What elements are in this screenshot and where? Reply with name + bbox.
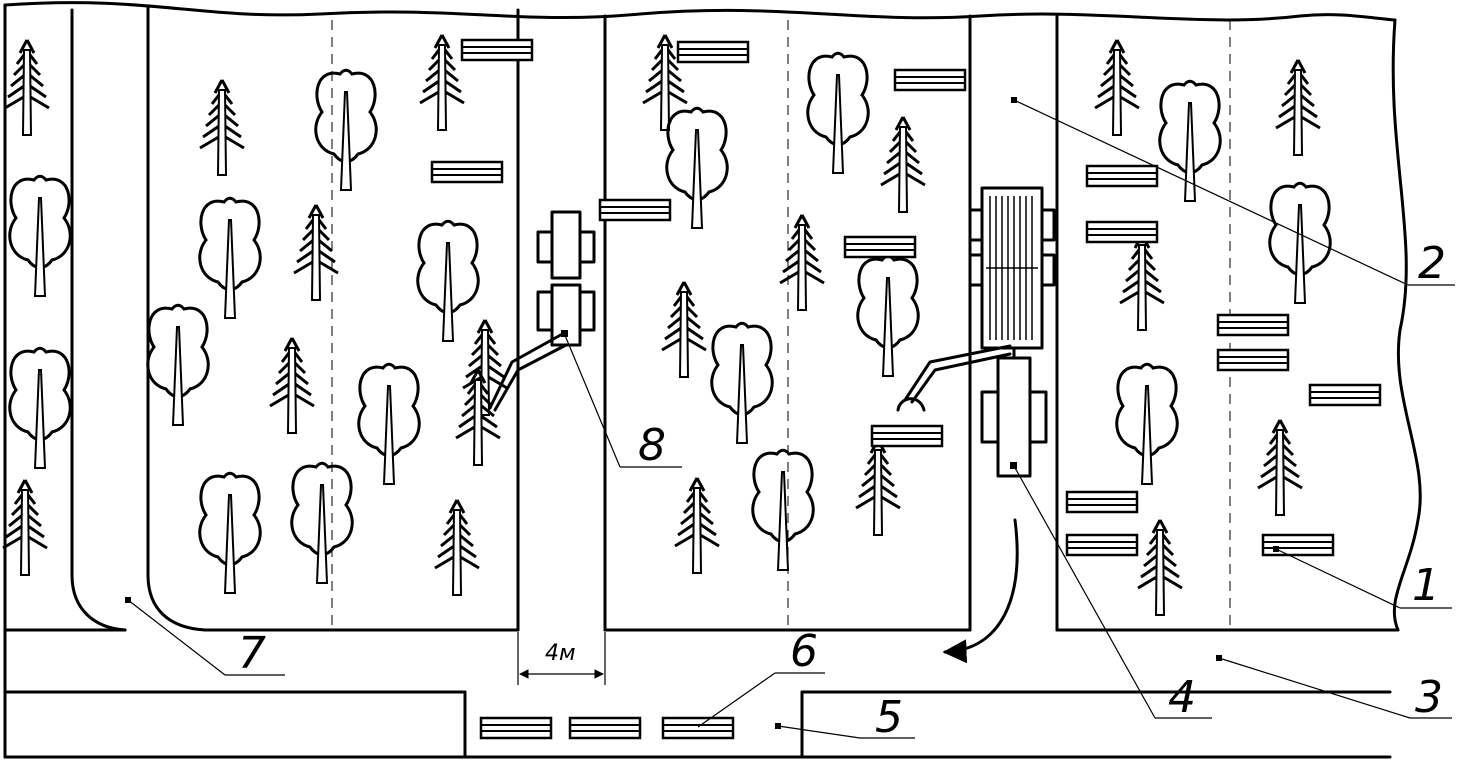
- deciduous-tree-icon: [8, 346, 72, 469]
- deciduous-tree-icon: [1158, 79, 1222, 202]
- conifer-tree-icon: [674, 477, 720, 574]
- callout-label-1: 1: [1412, 560, 1440, 611]
- callout-label-7: 7: [238, 628, 266, 679]
- conifer-tree-icon: [1137, 519, 1183, 616]
- site-boundary: [3, 1, 1422, 759]
- conifer-tree-icon: [419, 34, 465, 131]
- conifer-tree-icon: [1094, 39, 1140, 136]
- log-pile-icon: [479, 716, 553, 740]
- deciduous-tree-icon: [290, 461, 354, 584]
- log-pile-icon: [893, 68, 967, 92]
- deciduous-tree-icon: [1268, 181, 1332, 304]
- log-pile-icon: [1308, 383, 1382, 407]
- conifer-tree-icon: [1275, 59, 1321, 156]
- deciduous-tree-icon: [751, 448, 815, 571]
- deciduous-tree-icon: [806, 51, 870, 174]
- callout-leaders: [125, 97, 1455, 739]
- log-pile-icon: [1065, 533, 1139, 557]
- log-pile-icon: [430, 160, 504, 184]
- conifer-tree-icon: [855, 439, 901, 536]
- log-pile-icon: [598, 198, 672, 222]
- conifer-tree-icon: [1257, 419, 1303, 516]
- conifer-tree-icon: [779, 214, 825, 311]
- log-pile-icon: [1085, 164, 1159, 188]
- conifer-tree-icon: [434, 499, 480, 596]
- deciduous-tree-icon: [8, 174, 72, 297]
- travel-direction-arrow: [942, 518, 1019, 664]
- log-pile-icon: [1216, 348, 1290, 372]
- conifer-tree-icon: [1119, 234, 1165, 331]
- conifer-tree-icon: [293, 204, 339, 301]
- deciduous-tree-icon: [416, 219, 480, 342]
- deciduous-tree-icon: [710, 321, 774, 444]
- log-pile-icon: [870, 424, 944, 448]
- deciduous-tree-icon: [198, 196, 262, 319]
- callout-label-4: 4: [1168, 672, 1196, 723]
- deciduous-tree-icon: [357, 362, 421, 485]
- callout-label-5: 5: [875, 692, 903, 743]
- log-pile-icon: [1085, 220, 1159, 244]
- conifer-tree-icon: [661, 281, 707, 378]
- conifer-tree-icon: [4, 39, 50, 136]
- callout-label-8: 8: [638, 420, 666, 471]
- dimension-label: 4м: [545, 641, 576, 666]
- deciduous-tree-icon: [198, 471, 262, 594]
- deciduous-tree-icon: [856, 254, 920, 377]
- callout-labels: 1 2 3 4 5 6 7 8: [238, 238, 1446, 743]
- deciduous-tree-icon: [665, 106, 729, 229]
- log-pile-icon: [568, 716, 642, 740]
- callout-label-2: 2: [1418, 238, 1446, 289]
- log-pile-icon: [843, 235, 917, 259]
- log-pile-icon: [1216, 313, 1290, 337]
- callout-label-6: 6: [790, 626, 818, 677]
- log-pile-icon: [460, 38, 534, 62]
- conifer-tree-icon: [2, 479, 48, 576]
- forwarder-machine: [896, 186, 1056, 478]
- deciduous-tree-icon: [1115, 362, 1179, 485]
- log-piles: [430, 38, 1382, 740]
- strip-width-dimension: 4м: [517, 632, 606, 685]
- deciduous-tree-icon: [314, 68, 378, 191]
- log-pile-icon: [676, 40, 750, 64]
- conifer-tree-icon: [269, 337, 315, 434]
- roads: [3, 628, 1392, 759]
- harvester-machine: [488, 210, 596, 412]
- log-pile-icon: [661, 716, 735, 740]
- deciduous-tree-icon: [146, 303, 210, 426]
- strip-boundaries: [70, 6, 1400, 632]
- log-pile-icon: [1065, 490, 1139, 514]
- conifer-tree-icon: [880, 116, 926, 213]
- conifer-tree-icon: [199, 79, 245, 176]
- trees: [2, 34, 1332, 616]
- conifer-tree-icon: [455, 369, 501, 466]
- callout-label-3: 3: [1415, 672, 1443, 723]
